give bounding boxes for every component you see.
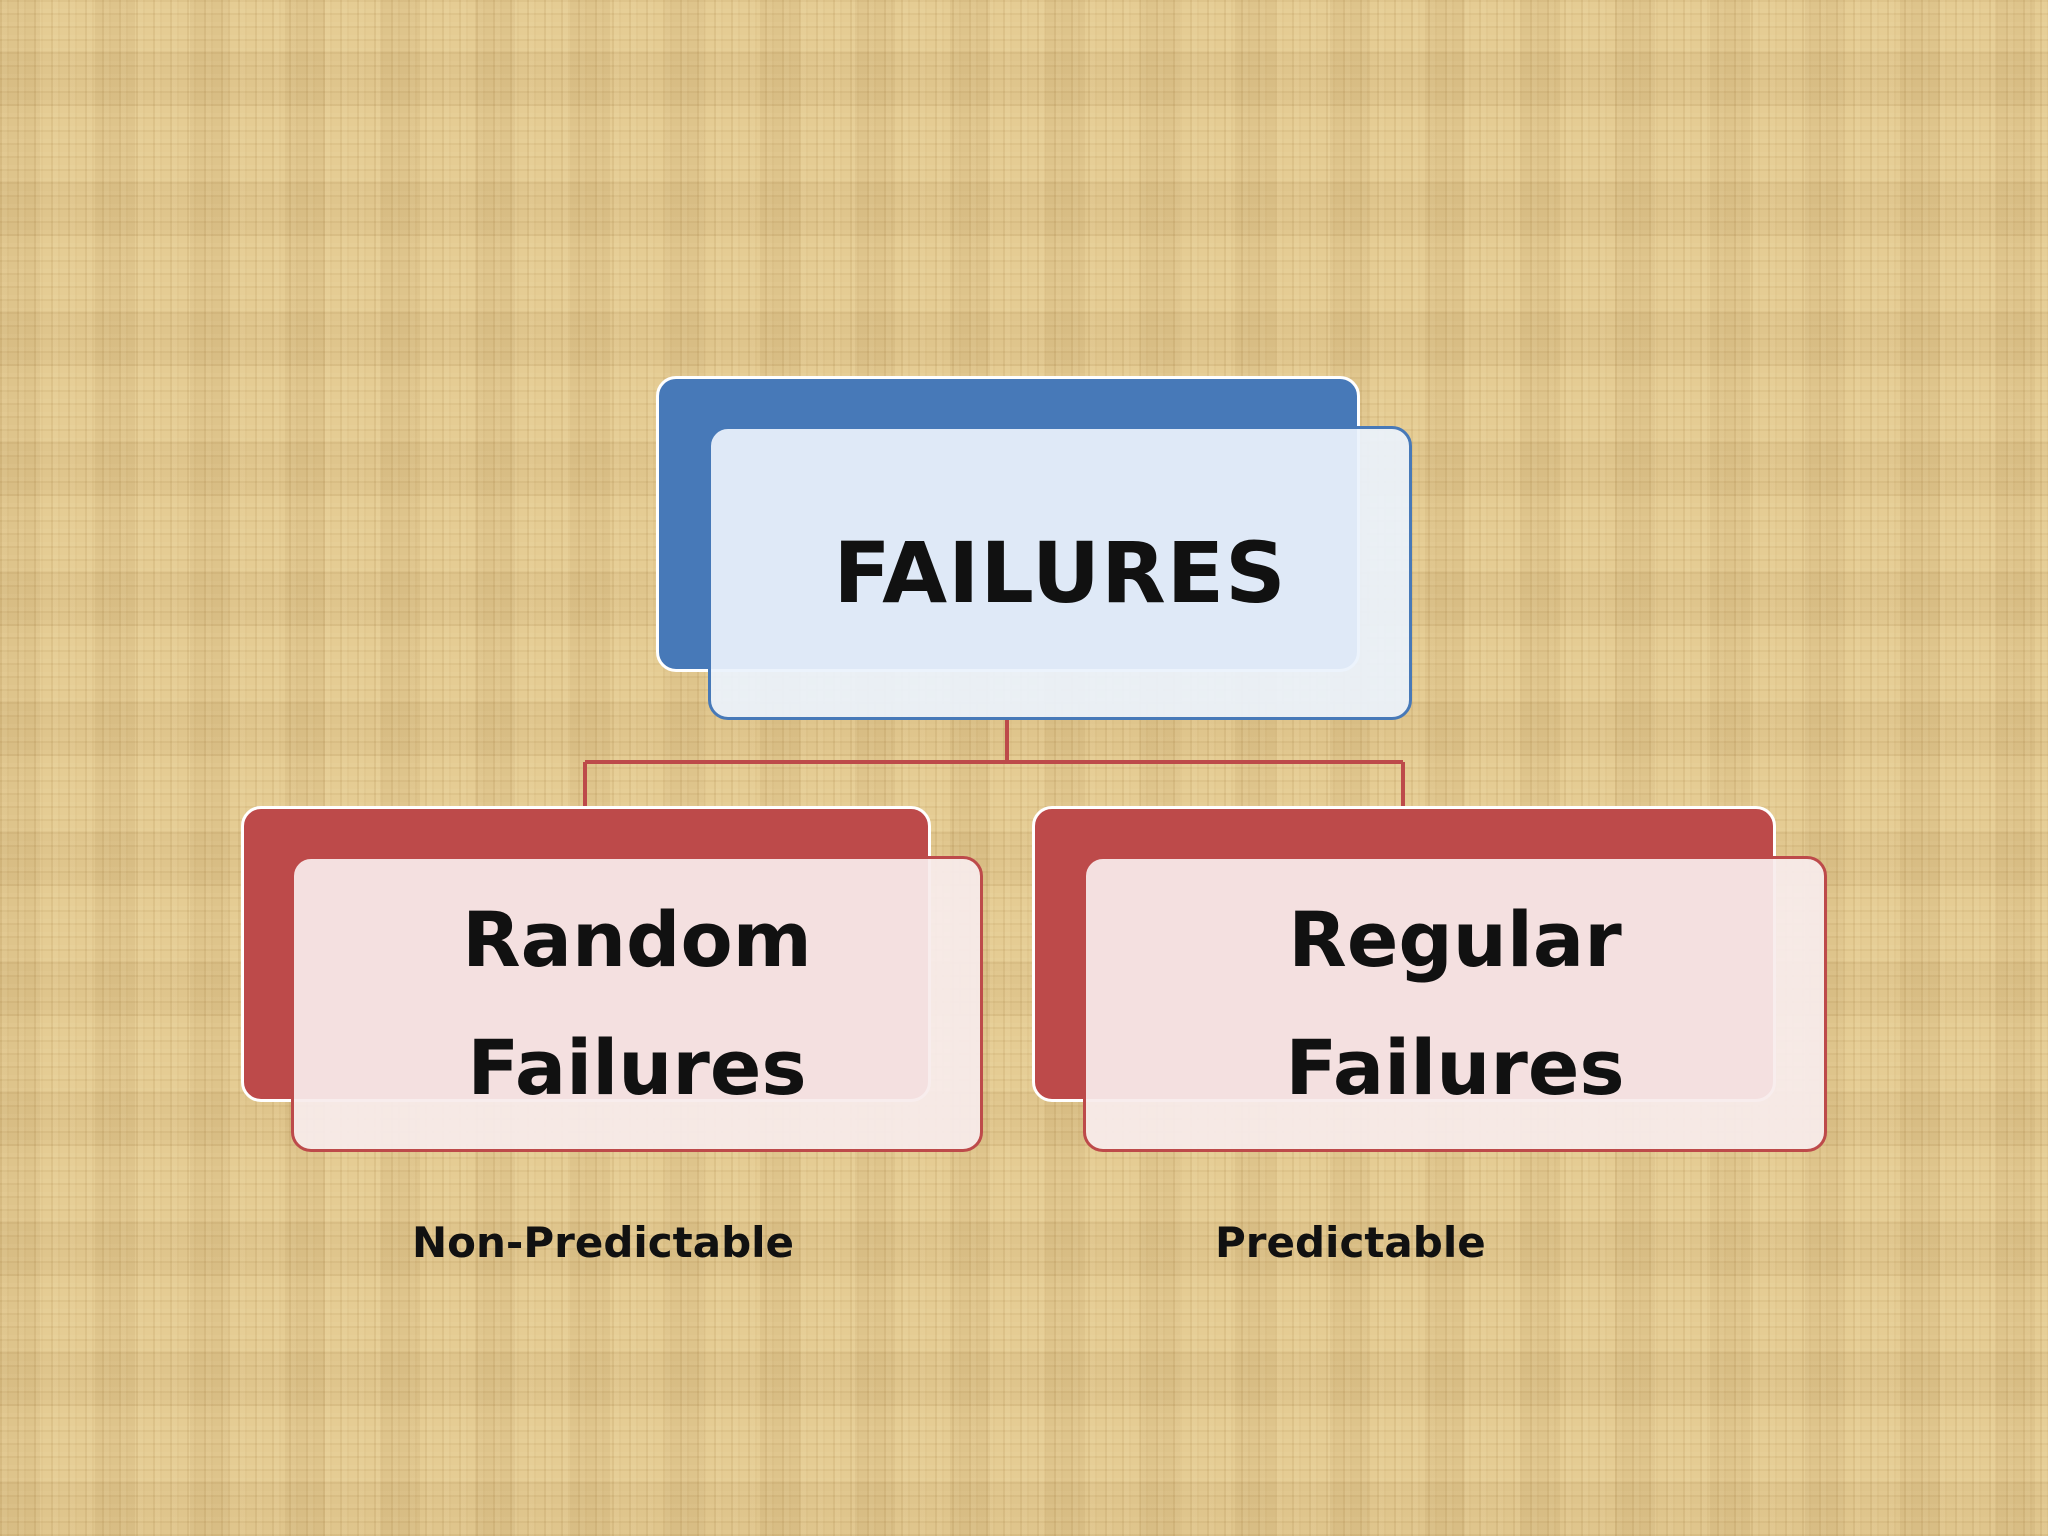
predictable-caption: Predictable: [1215, 1218, 1486, 1267]
regular-failures-node: Regular Failures: [1083, 856, 1827, 1152]
regular-failures-line2: Failures: [1285, 1023, 1625, 1112]
non-predictable-caption: Non-Predictable: [412, 1218, 795, 1267]
random-failures-line2: Failures: [467, 1023, 807, 1112]
random-failures-node: Random Failures: [291, 856, 983, 1152]
root-node: FAILURES: [708, 426, 1412, 720]
regular-failures-line1: Regular: [1288, 895, 1622, 984]
random-failures-line1: Random: [462, 895, 812, 984]
root-node-label: FAILURES: [833, 524, 1287, 622]
